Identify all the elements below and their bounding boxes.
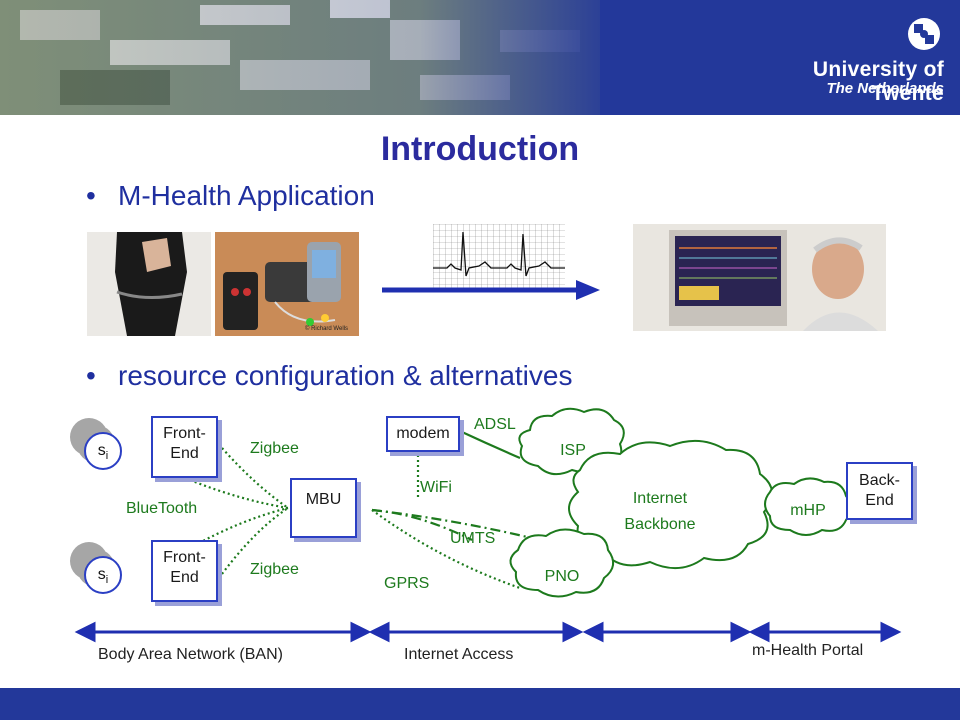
wifi-label: WiFi: [420, 479, 452, 496]
bullet-marker: •: [86, 360, 96, 391]
sensor-node: si: [84, 556, 122, 594]
zigbee-bottom-label: Zigbee: [250, 561, 299, 578]
front-end-label-line1: Front-: [163, 549, 206, 566]
sensor-node: si: [84, 432, 122, 470]
modem-box: modem: [386, 416, 460, 452]
internet-access-segment-label: Internet Access: [404, 646, 514, 663]
bullet-text: M-Health Application: [118, 180, 375, 211]
wired-links: [461, 431, 521, 460]
modem-label: modem: [396, 425, 450, 442]
patient-photo: [87, 232, 211, 336]
backbone-cloud: [568, 439, 773, 569]
university-logo-icon: [908, 18, 940, 50]
front-end-top: Front- End: [151, 416, 218, 478]
network-diagram: [74, 407, 902, 643]
photo-credit: © Richard Wells: [305, 326, 348, 332]
adsl-label: ADSL: [474, 416, 516, 433]
sensor-label-sub: i: [105, 450, 109, 463]
front-end-label-line2: End: [170, 445, 199, 462]
university-name: University of Twente: [812, 58, 944, 105]
backbone-label-line2: Backbone: [624, 516, 696, 533]
pno-label: PNO: [544, 568, 580, 585]
front-end-bottom: Front- End: [151, 540, 218, 602]
backbone-label-line1: Internet: [632, 490, 688, 507]
front-end-label-line1: Front-: [163, 425, 206, 442]
mhp-label: mHP: [790, 502, 826, 519]
footer-bar: [0, 688, 960, 720]
ban-segment-label: Body Area Network (BAN): [98, 646, 283, 663]
cloud-shapes: [509, 407, 852, 598]
pno-cloud: [509, 528, 615, 598]
ecg-strip: [433, 224, 565, 288]
bullet-marker: •: [86, 180, 96, 211]
university-country: The Netherlands: [826, 80, 944, 97]
mbu-box: MBU: [290, 478, 357, 538]
header-banner: University of Twente The Netherlands: [0, 0, 960, 115]
gprs-label: GPRS: [384, 575, 430, 592]
isp-label: ISP: [560, 442, 586, 459]
doctor-monitor-photo: [633, 224, 886, 331]
slide-title: Introduction: [380, 130, 580, 168]
sensor-label: s: [97, 566, 106, 583]
bluetooth-label: BlueTooth: [126, 500, 198, 517]
bullet-text: resource configuration & alternatives: [118, 360, 573, 391]
umts-label: UMTS: [450, 530, 496, 547]
mbu-label: MBU: [305, 491, 342, 508]
mhp-cloud: [764, 477, 852, 536]
sensor-label-sub: i: [105, 574, 109, 587]
data-flow-arrow: [382, 280, 600, 300]
umts-link: [371, 508, 549, 544]
segment-arrows: [74, 621, 902, 643]
zigbee-top-label: Zigbee: [250, 440, 299, 457]
back-end-label-line1: Back-: [859, 472, 900, 489]
sensor-label: s: [97, 442, 106, 459]
portal-segment-label: m-Health Portal: [752, 642, 864, 659]
back-end-box: Back- End: [846, 462, 913, 520]
aerial-photo: [0, 0, 960, 115]
back-end-label-line2: End: [865, 492, 894, 509]
sensor-device-photo: © Richard Wells: [215, 232, 359, 336]
front-end-label-line2: End: [170, 569, 199, 586]
